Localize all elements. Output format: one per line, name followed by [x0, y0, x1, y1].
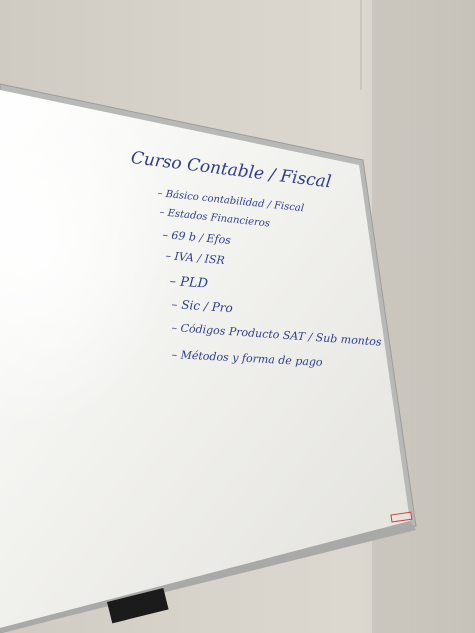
- whiteboard-glare: [0, 90, 410, 628]
- eraser: [107, 587, 169, 624]
- board-label-sticker: [390, 511, 413, 523]
- marker-tray: [0, 521, 416, 633]
- wall-corner: [360, 0, 362, 90]
- whiteboard-item: – PLD: [169, 274, 209, 292]
